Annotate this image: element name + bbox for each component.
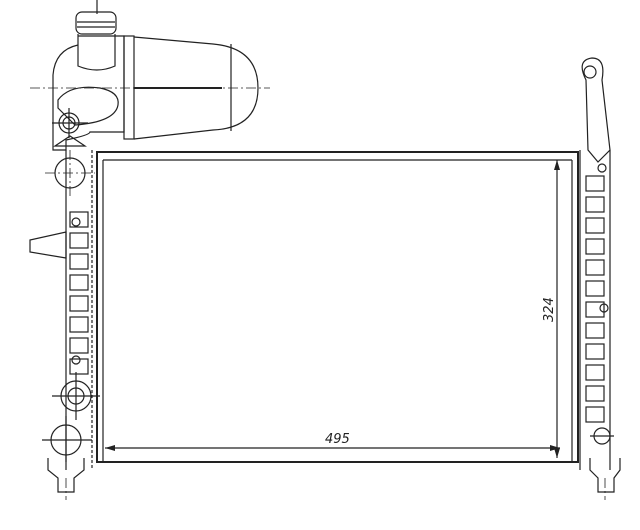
tank-cell [69,337,89,354]
tank-cell [585,406,605,423]
left-tank [29,150,100,500]
dimension-width: 495 [105,432,560,451]
tank-cell [69,211,89,228]
width-label: 495 [325,432,350,447]
tank-cell [585,196,605,213]
tank-cell [69,358,89,375]
tank-cell [585,301,605,318]
tank-cell [585,322,605,339]
tank-cell [69,295,89,312]
right-tank [579,57,621,500]
tank-cell [69,274,89,291]
tank-cell [585,259,605,276]
tank-cell [585,343,605,360]
tank-cell [585,385,605,402]
tank-cell [69,232,89,249]
tank-cell [585,280,605,297]
tank-cell [585,175,605,192]
radiator-core [96,151,579,463]
tank-cell [585,364,605,381]
height-label: 324 [542,297,557,322]
tank-cell [69,316,89,333]
tank-cell [585,238,605,255]
tank-cell [585,217,605,234]
tank-cell [69,253,89,270]
expansion-tank [30,0,270,151]
dimension-height: 324 [542,160,560,458]
